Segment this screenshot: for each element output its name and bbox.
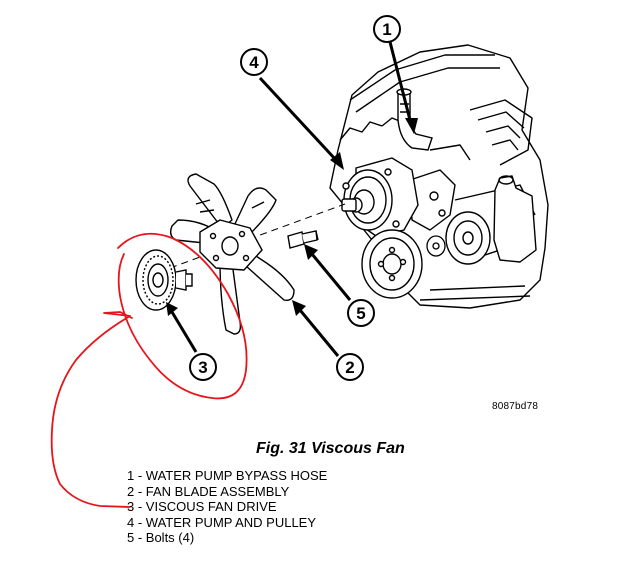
legend-item-2: 2 - FAN BLADE ASSEMBLY bbox=[127, 483, 290, 499]
callout-5: 5 bbox=[347, 299, 375, 327]
callout-1-arrow bbox=[387, 37, 413, 125]
water-pump-and-pulley bbox=[341, 157, 419, 237]
figure-caption: Fig. 31 Viscous Fan bbox=[256, 440, 405, 457]
legend-item-1: 1 - WATER PUMP BYPASS HOSE bbox=[127, 468, 328, 483]
callout-arrows bbox=[166, 37, 418, 357]
bolt bbox=[287, 230, 319, 249]
callout-3-arrowhead bbox=[166, 302, 178, 316]
callout-3-arrow bbox=[170, 311, 198, 353]
callout-2-arrow bbox=[298, 309, 340, 357]
callout-2-number: 2 bbox=[345, 358, 354, 377]
callout-1-arrowhead bbox=[405, 118, 418, 134]
power-steering-pulley bbox=[445, 211, 491, 265]
viscous-fan-drive bbox=[135, 249, 193, 311]
red-pointer-line bbox=[50, 311, 133, 508]
callout-4-arrowhead bbox=[330, 152, 344, 170]
callout-2: 2 bbox=[336, 353, 364, 381]
callout-4-number: 4 bbox=[249, 53, 259, 72]
callout-2-arrowhead bbox=[292, 300, 306, 316]
callout-3-number: 3 bbox=[198, 358, 207, 377]
callout-4-arrow bbox=[258, 76, 338, 162]
figure-code: 8087bd78 bbox=[492, 401, 539, 412]
callout-1-number: 1 bbox=[382, 20, 391, 39]
callout-4: 4 bbox=[240, 48, 268, 76]
legend-item-4: 4 - WATER PUMP AND PULLEY bbox=[127, 514, 317, 530]
legend-list: 1 - WATER PUMP BYPASS HOSE 2 - FAN BLADE… bbox=[127, 468, 327, 546]
callout-5-arrowhead bbox=[304, 244, 318, 260]
callout-3: 3 bbox=[189, 353, 217, 381]
legend-item-3: 3 - VISCOUS FAN DRIVE bbox=[127, 499, 277, 514]
legend-item-5: 5 - Bolts (4) bbox=[127, 530, 195, 545]
red-circle-annotation bbox=[117, 232, 248, 400]
callout-5-arrow bbox=[310, 253, 352, 301]
fan-blade-assembly bbox=[169, 173, 295, 335]
callout-1: 1 bbox=[373, 15, 401, 43]
idler-pulley bbox=[426, 235, 446, 257]
crankshaft-pulley bbox=[361, 229, 423, 299]
callout-5-number: 5 bbox=[356, 304, 365, 323]
